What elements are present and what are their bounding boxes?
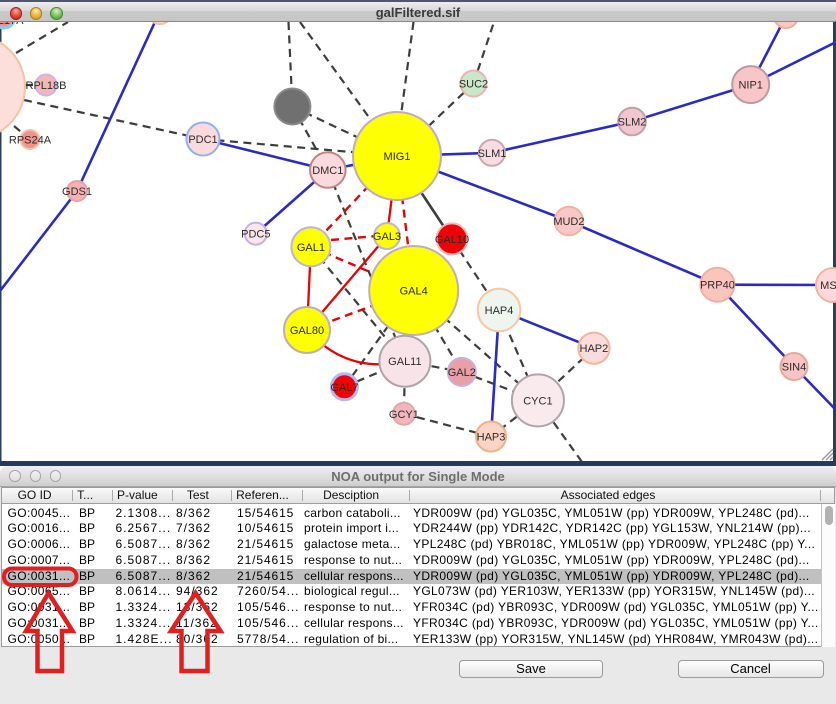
- svg-text:CYC1: CYC1: [523, 395, 552, 407]
- svg-text:PDC1: PDC1: [188, 134, 217, 146]
- svg-text:MSI1: MSI1: [820, 280, 836, 292]
- svg-text:HAP2: HAP2: [580, 343, 609, 355]
- svg-text:GCY1: GCY1: [389, 409, 419, 421]
- svg-text:SLM2: SLM2: [618, 117, 647, 129]
- svg-text:GAL80: GAL80: [290, 325, 324, 337]
- svg-text:PRP40: PRP40: [700, 280, 735, 292]
- svg-text:SUC2: SUC2: [459, 79, 488, 91]
- svg-text:GAL11: GAL11: [388, 356, 421, 368]
- svg-text:GDS1: GDS1: [62, 186, 92, 198]
- svg-text:GAL3: GAL3: [373, 231, 401, 243]
- svg-text:RPL17A: RPL17A: [0, 22, 24, 27]
- svg-text:NIP1: NIP1: [738, 80, 762, 92]
- svg-text:PDC5: PDC5: [241, 229, 270, 241]
- svg-text:MIG1: MIG1: [384, 151, 411, 163]
- svg-text:GAL4: GAL4: [400, 286, 428, 298]
- svg-text:GAL10: GAL10: [435, 234, 469, 246]
- svg-text:RPL18B: RPL18B: [26, 80, 67, 92]
- svg-text:SLM1: SLM1: [478, 148, 507, 160]
- svg-text:HAP4: HAP4: [485, 305, 514, 317]
- svg-text:GAL1: GAL1: [297, 242, 325, 254]
- svg-text:MUD2: MUD2: [553, 216, 584, 228]
- svg-text:GAL7: GAL7: [330, 382, 358, 394]
- svg-text:GAL2: GAL2: [448, 367, 476, 379]
- svg-text:HAP3: HAP3: [477, 432, 506, 444]
- svg-text:RPS24A: RPS24A: [9, 135, 52, 147]
- svg-text:DMC1: DMC1: [312, 165, 343, 177]
- svg-text:SIN4: SIN4: [782, 362, 806, 374]
